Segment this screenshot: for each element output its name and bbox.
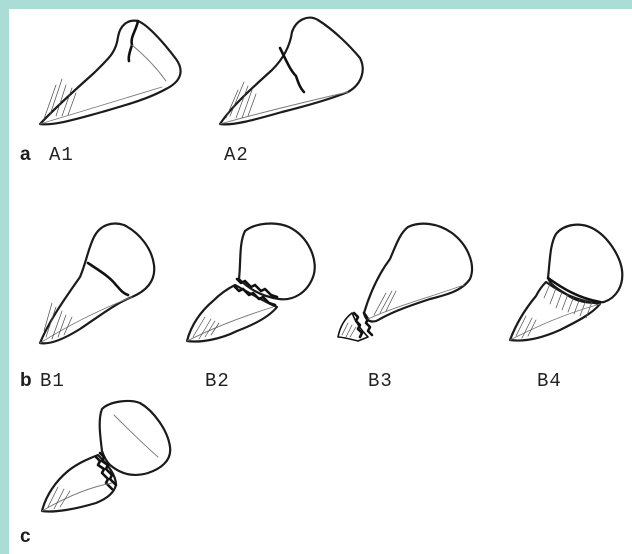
drawing-b1	[36, 219, 161, 354]
label-b3: B3	[368, 372, 393, 391]
drawing-a2	[216, 12, 371, 137]
label-b2: B2	[205, 372, 230, 391]
panel-letter-b: b	[20, 371, 32, 390]
drawing-c	[36, 399, 176, 524]
drawing-b3	[334, 219, 479, 354]
figure-panel: a A1 A2 b B1 B2 B3 B4	[9, 9, 632, 554]
label-b4: B4	[537, 372, 562, 391]
label-a1: A1	[49, 146, 74, 165]
label-a2: A2	[224, 146, 249, 165]
panel-letter-a: a	[20, 145, 31, 164]
drawing-b4	[504, 222, 629, 352]
label-b1: B1	[40, 372, 65, 391]
panel-letter-c: c	[20, 527, 31, 546]
drawing-b2	[181, 221, 321, 351]
drawing-a1	[36, 15, 196, 135]
